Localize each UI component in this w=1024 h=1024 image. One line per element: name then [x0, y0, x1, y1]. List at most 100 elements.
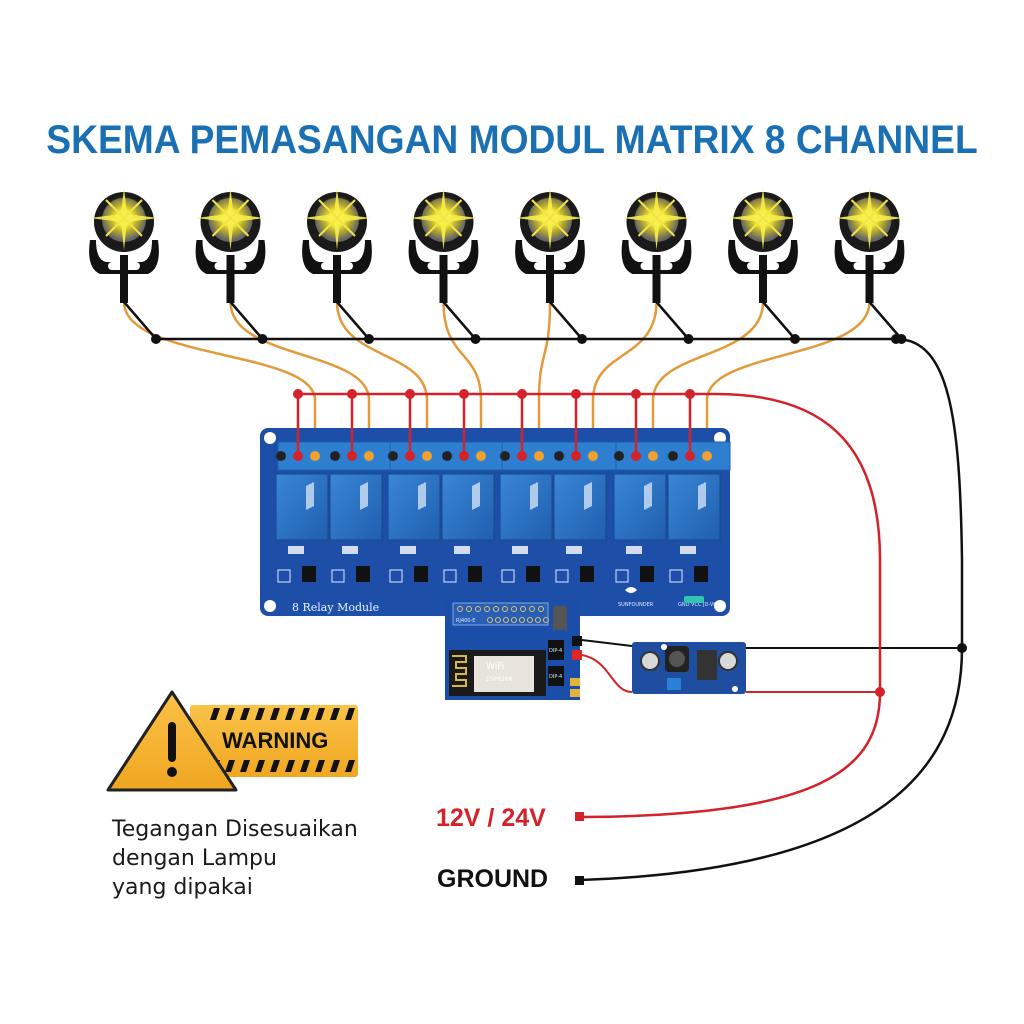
lamp-signal-wire [122, 301, 317, 456]
lamp-ground-lead [762, 301, 796, 340]
chip-label: ESP8266 [486, 676, 513, 683]
lamp-wires [122, 301, 871, 456]
resistor-pad [389, 569, 403, 583]
light-rays [424, 199, 463, 237]
relay-module: 8 Relay Module SUNFOUNDER GND VCC JD-VCC [260, 428, 731, 616]
lamp-bracket [515, 240, 585, 274]
header-pin [475, 606, 481, 612]
header-pin [493, 606, 499, 612]
resistor-pad [331, 569, 345, 583]
gold-pad [570, 689, 580, 697]
led [512, 546, 528, 554]
warning-note: Tegangan Disesuaikan dengan Lampu yang d… [112, 815, 358, 902]
header-pin [529, 606, 535, 612]
relay-logo-icon [584, 482, 592, 510]
positive-junction [517, 389, 527, 399]
opto-label: DIP-4 [549, 674, 562, 680]
opto-label: DIP-4 [549, 648, 562, 654]
relay-K6 [553, 473, 607, 541]
lamp-1 [89, 188, 159, 303]
positive-junction [293, 389, 303, 399]
light-rays [637, 199, 676, 237]
lamp-signal-wire [335, 301, 429, 456]
relay-brand-label: SUNFOUNDER [618, 602, 654, 608]
lamp-bracket [89, 240, 159, 274]
positive-wire-controller [581, 654, 633, 693]
optocoupler [468, 566, 482, 582]
terminal-screw [388, 451, 398, 461]
hazard-stripe [255, 708, 265, 720]
terminal-screw [668, 451, 678, 461]
note-line: yang dipakai [112, 875, 253, 900]
mount-hole [264, 432, 276, 444]
lamp-6 [621, 188, 692, 303]
ground-junction [151, 334, 161, 344]
relay-K2 [329, 473, 383, 541]
hazard-stripe [315, 708, 325, 720]
antenna-icon [452, 655, 467, 687]
relay-K8 [667, 473, 721, 541]
header-pin [503, 617, 509, 623]
positive-junction [459, 389, 469, 399]
led [288, 546, 304, 554]
optocoupler [356, 566, 370, 582]
optocoupler [694, 566, 708, 582]
gold-pad [570, 678, 580, 686]
light-rays [105, 199, 143, 237]
header-pin [511, 606, 517, 612]
header-pin [538, 606, 544, 612]
hazard-stripe [255, 760, 265, 772]
lamp-bracket [408, 240, 479, 274]
ground-junction [364, 334, 374, 344]
relay-K7 [613, 473, 667, 541]
lamp-bracket [728, 240, 798, 274]
hazard-stripe [330, 760, 340, 772]
optocoupler [302, 566, 316, 582]
positive-junction [631, 389, 641, 399]
terminal-screw [614, 451, 624, 461]
lamp-stem [759, 255, 767, 303]
hazard-stripe [345, 760, 355, 772]
ground-junction [683, 334, 694, 344]
lamp-signal-wire [229, 301, 371, 456]
light-rays [318, 199, 356, 237]
optocoupler [580, 566, 594, 582]
note-line: dengan Lampu [112, 846, 277, 871]
terminal-com [517, 451, 527, 461]
warning-banner [190, 705, 358, 777]
terminal-screw [330, 451, 340, 461]
header-pin [511, 617, 517, 623]
terminal-screw [442, 451, 452, 461]
ground-junction [577, 334, 587, 344]
header-pin [502, 606, 508, 612]
lamp-ground-lead [442, 301, 477, 340]
positive-terminal-icon [575, 812, 584, 821]
note-line: Tegangan Disesuaikan [112, 817, 358, 842]
lamp-bracket [195, 240, 266, 274]
capacitor [718, 651, 738, 671]
lamp-ground-lead [549, 301, 583, 340]
lamp-signal-wire [705, 301, 871, 456]
led [454, 546, 470, 554]
lamp-bracket [834, 240, 905, 274]
relay-logo-icon [698, 482, 706, 510]
diagram-title: SKEMA PEMASANGAN MODUL MATRIX 8 CHANNEL [46, 118, 978, 162]
terminal-screw [500, 451, 510, 461]
header-pin [484, 606, 490, 612]
lamp-stem [120, 255, 128, 303]
light-rays [744, 199, 782, 237]
positive-junction [875, 687, 885, 697]
lamp-stem [226, 255, 235, 303]
terminal-com [405, 451, 415, 461]
hazard-stripe [240, 760, 250, 772]
power-wires [575, 334, 967, 885]
capacitor [640, 651, 660, 671]
terminal-no [422, 451, 432, 461]
lamp-signal-wire [651, 301, 765, 456]
mount-hole [714, 600, 726, 612]
lamp-5 [515, 188, 585, 303]
resistor-pad [669, 569, 683, 583]
ground-junction [790, 334, 800, 344]
lamp-signal-wire [591, 301, 658, 456]
mount-hole [714, 432, 726, 444]
